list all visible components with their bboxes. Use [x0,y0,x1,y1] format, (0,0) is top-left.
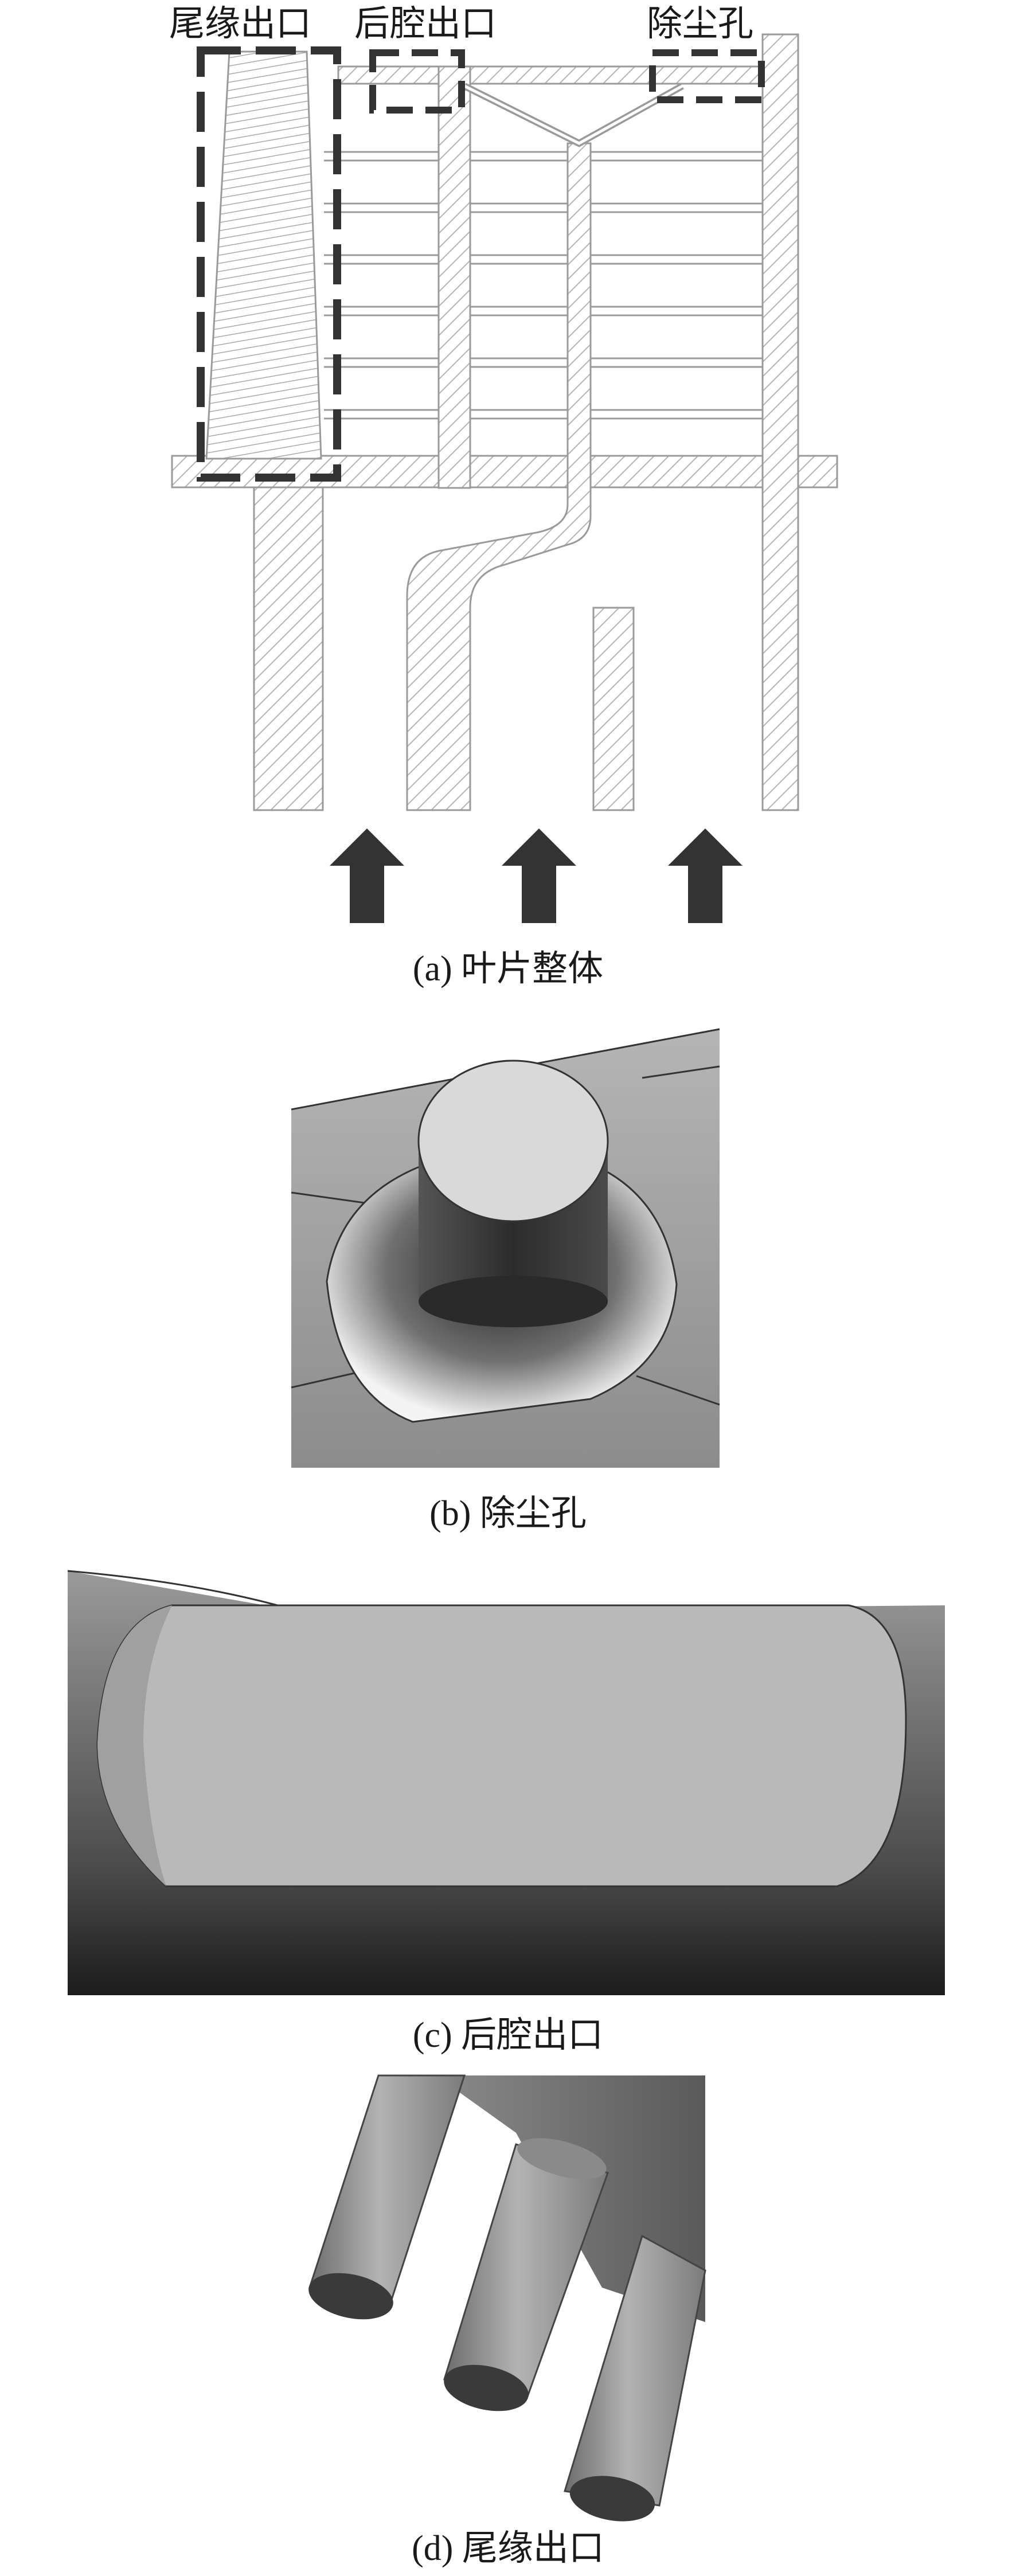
blade-top-wall [337,65,775,85]
caption-c: (c) 后腔出口 [413,2016,603,2055]
blade-left-wall [253,486,324,811]
inflow-arrows [330,828,743,923]
trailing-edge-outlet-label: 尾缘出口 [169,2,311,44]
rear-cavity-outlet-box [369,49,465,114]
rear-cavity-wall [437,65,471,489]
hole-cylinder-top [417,1060,609,1222]
trailing-edge-slots [205,50,322,460]
inlet-divider [592,607,635,811]
pin-fin-1 [308,2074,466,2320]
pin-fin-2 [443,2138,609,2411]
pin-fin-3 [564,2234,706,2522]
caption-b: (b) 除尘孔 [429,1494,587,1533]
blade-overall-diagram: 尾缘出口 后腔出口 除尘孔 (a) 叶片整体 [169,2,838,988]
outlet-slot-body [96,1604,907,1887]
center-rib [406,142,592,811]
top-fork [463,83,684,147]
caption-d: (d) 尾缘出口 [412,2529,604,2568]
trailing-edge-outlet-box [197,46,341,482]
dust-hole-render: (b) 除尘孔 [291,1028,720,1533]
inflow-arrow-middle [502,828,576,923]
trailing-edge-outlet-render: (d) 尾缘出口 [308,2074,706,2568]
dust-hole-box [649,49,765,103]
rear-cavity-outlet-label: 后腔出口 [354,2,497,44]
rear-cavity-outlet-render: (c) 后腔出口 [67,1570,945,2055]
dust-hole-label: 除尘孔 [647,2,753,44]
blade-platform [171,455,838,488]
caption-a: (a) 叶片整体 [413,949,603,988]
cooling-channel-lines [324,151,763,420]
inflow-arrow-left [330,828,404,923]
inflow-arrow-right [668,828,743,923]
blade-right-wall [761,33,799,811]
